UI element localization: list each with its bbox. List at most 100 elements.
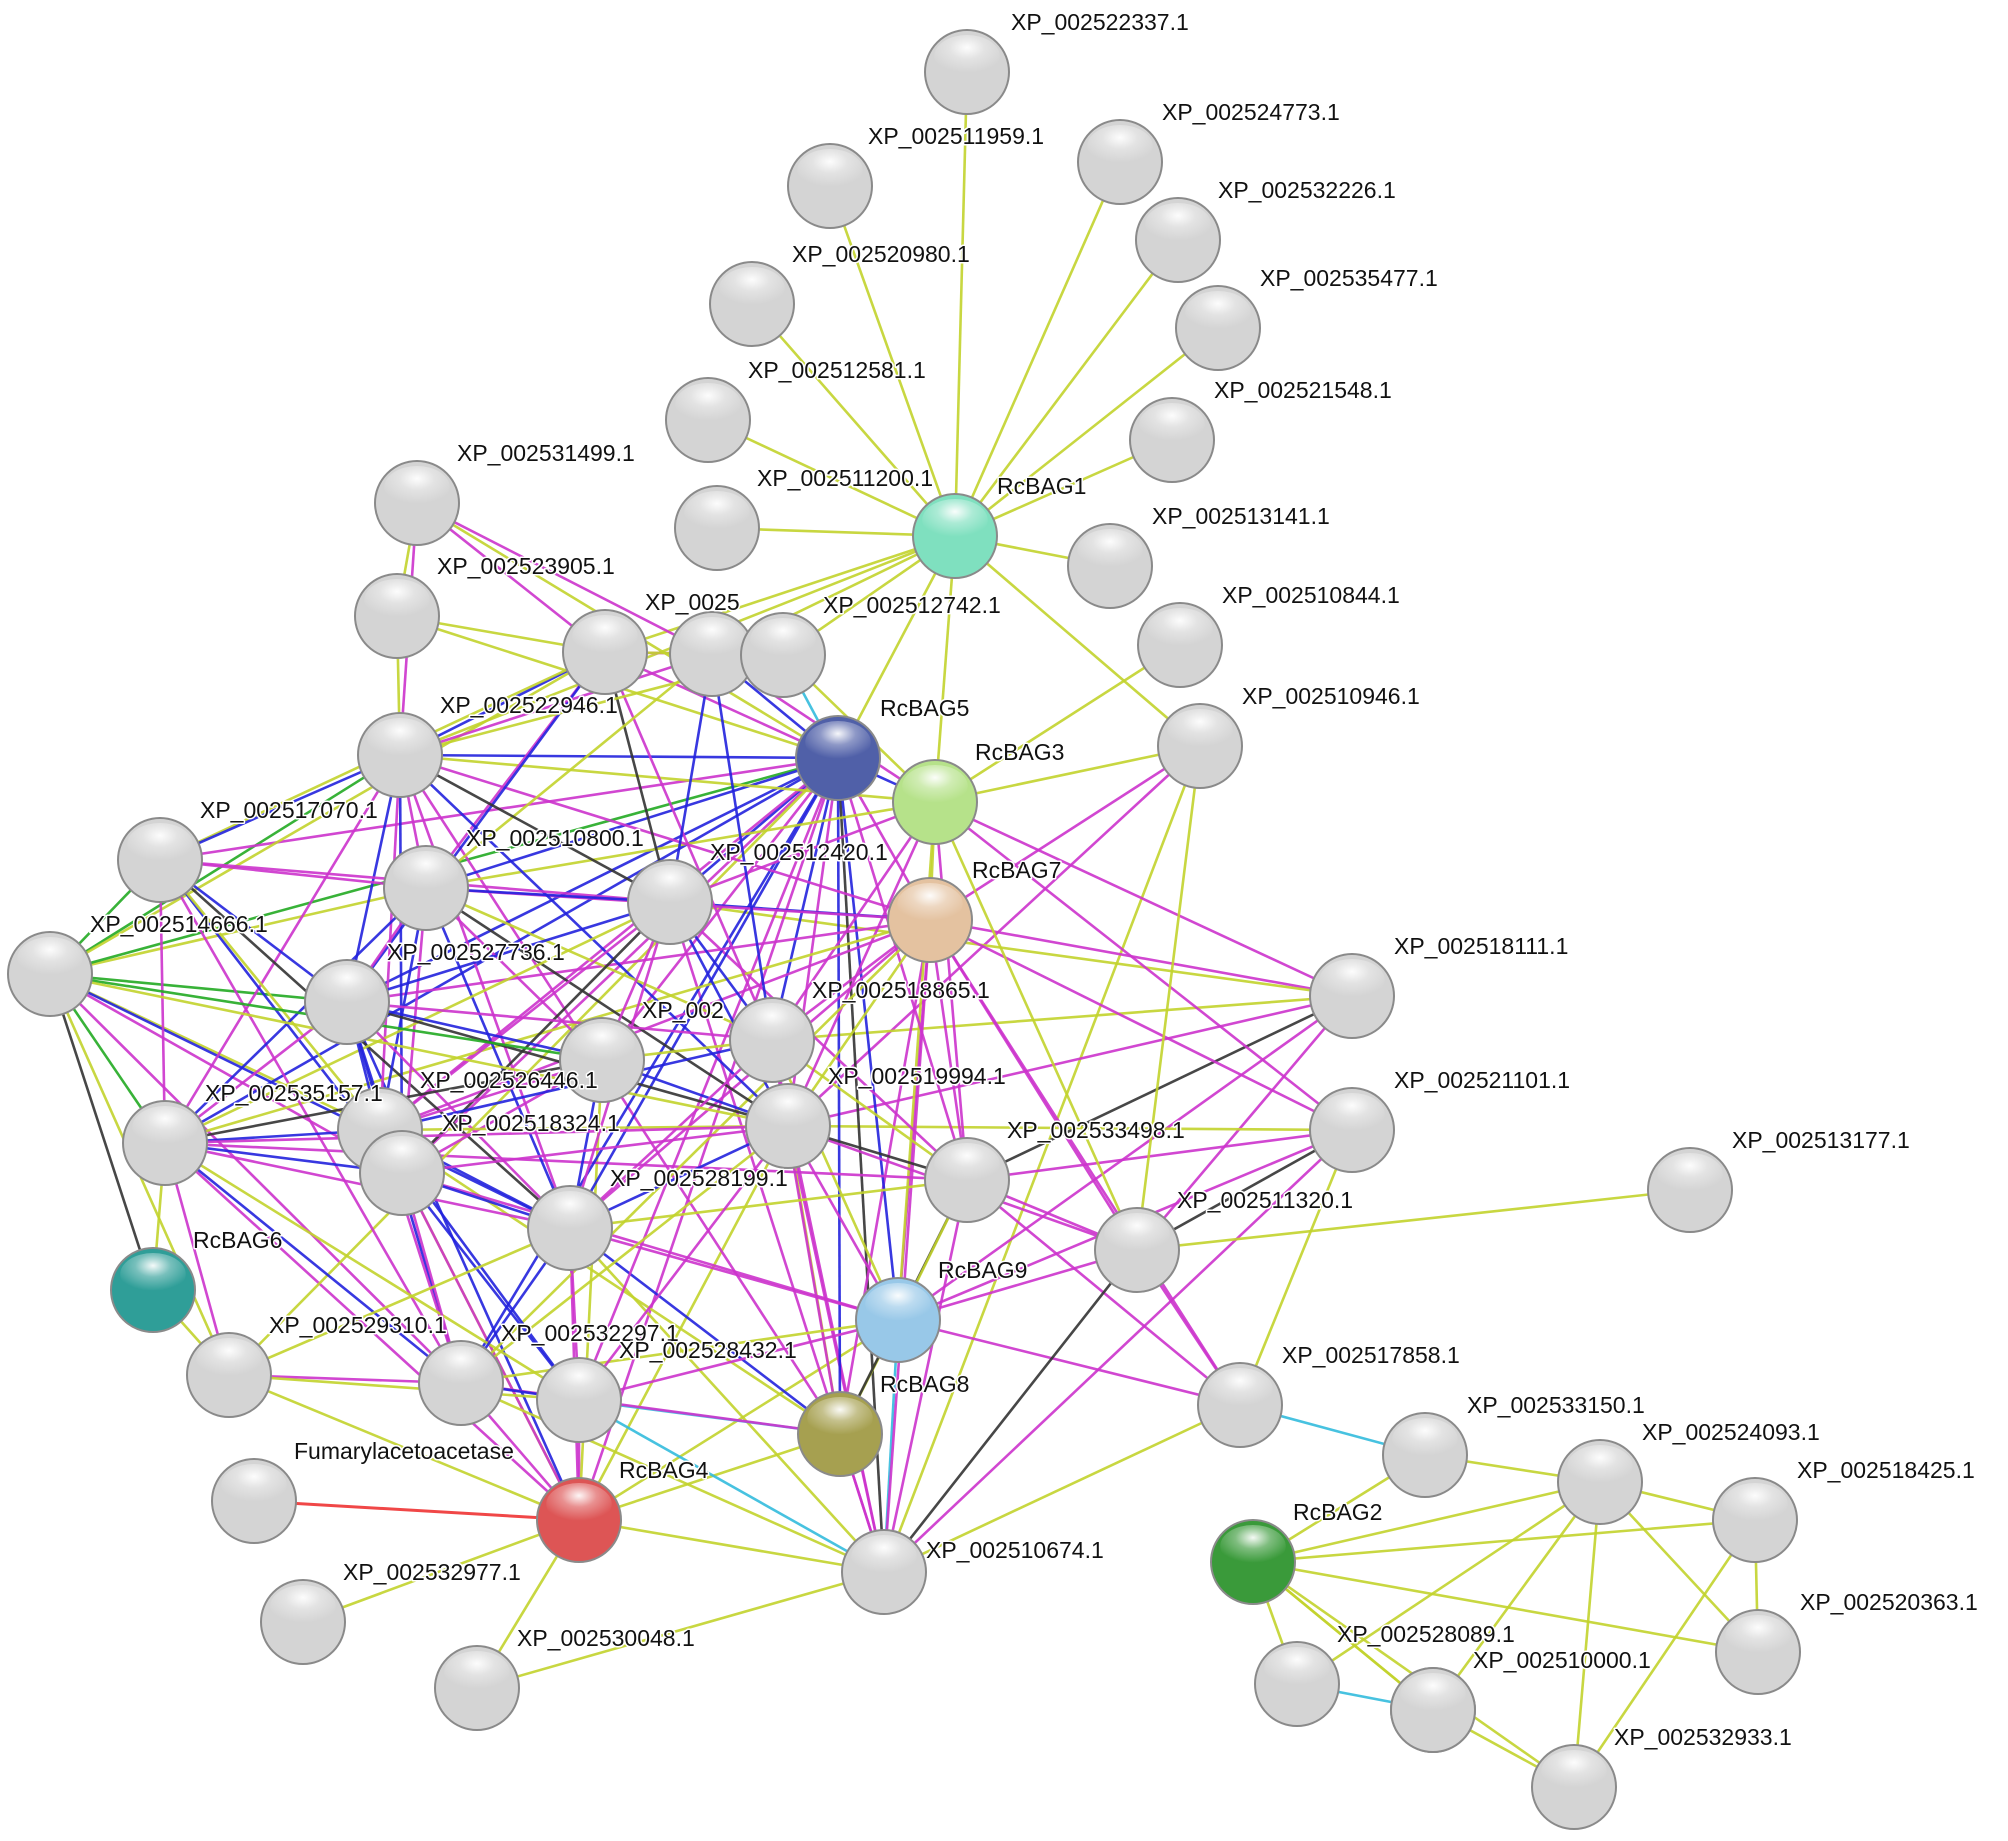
node-RcBAG4[interactable] bbox=[536, 1477, 622, 1563]
node-XP_002517070.1[interactable] bbox=[117, 817, 203, 903]
edge-RcBAG2-XP_002524093.1 bbox=[1252, 1480, 1601, 1564]
edge-XP_002518865.1-XP_002528199.1 bbox=[569, 1039, 773, 1229]
node-XP_002527736.1[interactable] bbox=[304, 959, 390, 1045]
node-RcBAG8[interactable] bbox=[797, 1391, 883, 1477]
node-XP_0025_c[interactable] bbox=[559, 1017, 645, 1103]
node-XP_002535157.1[interactable] bbox=[122, 1100, 208, 1186]
edge-XP_002527736.1-XP_002528199.1 bbox=[346, 1001, 571, 1229]
node-label-RcBAG5: RcBAG5 bbox=[880, 695, 969, 721]
node-XP_002520363.1[interactable] bbox=[1715, 1609, 1801, 1695]
edge-XP_002524093.1-XP_002532933.1 bbox=[1572, 1481, 1602, 1788]
node-XP_002518425.1[interactable] bbox=[1712, 1477, 1798, 1563]
node-label-XP_002523905.1: XP_002523905.1 bbox=[437, 553, 615, 579]
edge-XP_0025_a-XP_002514666.1 bbox=[49, 650, 606, 976]
edge-RcBAG5-XP_002522946.1 bbox=[399, 753, 839, 760]
node-RcBAG9[interactable] bbox=[855, 1277, 941, 1363]
node-label-XP_002510946.1: XP_002510946.1 bbox=[1242, 683, 1420, 709]
node-label-XP_002511320.1: XP_002511320.1 bbox=[1177, 1187, 1353, 1213]
node-XP_002514666.1[interactable] bbox=[7, 931, 93, 1017]
node-label-XP_002533150.1: XP_002533150.1 bbox=[1467, 1392, 1645, 1418]
node-XP_002521548.1[interactable] bbox=[1129, 397, 1215, 483]
node-XP_002535477.1[interactable] bbox=[1175, 285, 1261, 371]
node-highlight bbox=[750, 618, 816, 661]
node-XP_002511959.1[interactable] bbox=[787, 143, 873, 229]
node-RcBAG3[interactable] bbox=[892, 759, 978, 845]
node-XP_002532977.1[interactable] bbox=[260, 1579, 346, 1665]
edge-XP_002521101.1-XP_002510674.1 bbox=[883, 1129, 1353, 1573]
edge-RcBAG5-XP_002518865.1 bbox=[770, 757, 840, 1041]
node-label-XP_002512742.1: XP_002512742.1 bbox=[823, 592, 1001, 618]
edge-XP_002517070.1-XP_002528199.1 bbox=[159, 859, 571, 1229]
node-label-XP_002518324.1: XP_002518324.1 bbox=[442, 1110, 620, 1136]
node-RcBAG6[interactable] bbox=[110, 1247, 196, 1333]
node-XP_002511320.1[interactable] bbox=[1094, 1207, 1180, 1293]
node-XP_002518111.1[interactable] bbox=[1309, 953, 1395, 1039]
node-XP_002523905.1[interactable] bbox=[354, 573, 440, 659]
node-XP_002528432.1[interactable] bbox=[536, 1357, 622, 1443]
node-XP_002512742.1[interactable] bbox=[740, 612, 826, 698]
node-XP_002522946.1[interactable] bbox=[357, 712, 443, 798]
node-XP_002531499.1[interactable] bbox=[374, 460, 460, 546]
node-XP_002511200.1[interactable] bbox=[674, 485, 760, 571]
node-XP_002529310.1[interactable] bbox=[186, 1332, 272, 1418]
edge-RcBAG1-XP_002511959.1 bbox=[828, 185, 957, 537]
edge-XP_002510946.1-RcBAG3 bbox=[934, 744, 1201, 804]
node-XP_002513141.1[interactable] bbox=[1067, 523, 1153, 609]
node-XP_002510000_n[interactable] bbox=[1390, 1667, 1476, 1753]
node-XP_002533498.1[interactable] bbox=[924, 1137, 1010, 1223]
node-highlight bbox=[851, 1535, 917, 1578]
node-XP_002528199.1[interactable] bbox=[527, 1185, 613, 1271]
node-XP_002519994.1[interactable] bbox=[745, 1083, 831, 1169]
edge-RcBAG2-XP_002520363.1 bbox=[1252, 1560, 1759, 1654]
node-Fumarylacetoacetase[interactable] bbox=[211, 1458, 297, 1544]
edge-XP_002518111.1-XP_002518865.1 bbox=[771, 994, 1353, 1042]
node-highlight bbox=[1264, 1647, 1330, 1690]
node-XP_002518324.1[interactable] bbox=[359, 1130, 445, 1216]
node-XP_002512581.1[interactable] bbox=[665, 377, 751, 463]
node-XP_002510674.1[interactable] bbox=[841, 1529, 927, 1615]
node-label-XP_002522946.1: XP_002522946.1 bbox=[440, 692, 618, 718]
node-XP_002512420.1[interactable] bbox=[627, 859, 713, 945]
node-RcBAG7[interactable] bbox=[887, 877, 973, 963]
node-label-XP_002512581.1: XP_002512581.1 bbox=[748, 357, 926, 383]
edge-RcBAG5-XP_002528432.1 bbox=[577, 757, 840, 1401]
node-XP_002532933.1[interactable] bbox=[1531, 1744, 1617, 1830]
edge-XP_002518111.1-XP_002519994.1 bbox=[787, 994, 1353, 1128]
node-XP_002528089.1[interactable] bbox=[1254, 1641, 1340, 1727]
node-XP_002517858.1[interactable] bbox=[1197, 1362, 1283, 1448]
node-XP_002530048.1[interactable] bbox=[434, 1645, 520, 1731]
node-RcBAG5[interactable] bbox=[795, 715, 881, 801]
edge-RcBAG9-XP_002518324.1 bbox=[401, 1171, 899, 1322]
edge-XP_002510844.1-RcBAG3 bbox=[934, 643, 1181, 804]
node-XP_002510800.1[interactable] bbox=[383, 845, 469, 931]
node-XP_002524093.1[interactable] bbox=[1557, 1439, 1643, 1525]
node-XP_002518865.1[interactable] bbox=[729, 997, 815, 1083]
node-XP_002533150.1[interactable] bbox=[1382, 1412, 1468, 1498]
node-RcBAG2[interactable] bbox=[1210, 1519, 1296, 1605]
node-label-XP_002513177.1: XP_002513177.1 bbox=[1732, 1127, 1910, 1153]
node-highlight bbox=[805, 721, 871, 764]
edge-RcBAG2-XP_002518425.1 bbox=[1252, 1518, 1756, 1564]
node-XP_002513177.1[interactable] bbox=[1647, 1147, 1733, 1233]
node-XP_002522337.1[interactable] bbox=[924, 29, 1010, 115]
edge-XP_0025_a-XP_002518865.1 bbox=[603, 651, 774, 1041]
edge-RcBAG8-XP_002526446.1 bbox=[379, 1128, 841, 1436]
node-XP_0025_a[interactable] bbox=[562, 609, 648, 695]
edge-XP_0025_b-XP_002518865.1 bbox=[710, 653, 774, 1041]
edge-RcBAG1-XP_002520980.1 bbox=[751, 303, 956, 537]
node-label-XP_002510674.1: XP_002510674.1 bbox=[926, 1537, 1104, 1563]
node-highlight bbox=[719, 267, 785, 310]
node-XP_002510844.1[interactable] bbox=[1137, 602, 1223, 688]
node-XP_002524773.1[interactable] bbox=[1077, 119, 1163, 205]
node-label-RcBAG1: RcBAG1 bbox=[997, 473, 1086, 499]
node-XP_002520980.1[interactable] bbox=[709, 261, 795, 347]
edge-XP_002512420.1-XP_002527736.1 bbox=[346, 900, 671, 1004]
node-RcBAG1[interactable] bbox=[912, 493, 998, 579]
node-XP_002532297.1[interactable] bbox=[418, 1340, 504, 1426]
node-XP_0025_b[interactable] bbox=[669, 611, 755, 697]
node-XP_002510946.1[interactable] bbox=[1157, 703, 1243, 789]
node-XP_002532226.1[interactable] bbox=[1135, 197, 1221, 283]
node-highlight bbox=[127, 823, 193, 866]
node-XP_002521101.1[interactable] bbox=[1309, 1087, 1395, 1173]
node-highlight bbox=[637, 865, 703, 908]
